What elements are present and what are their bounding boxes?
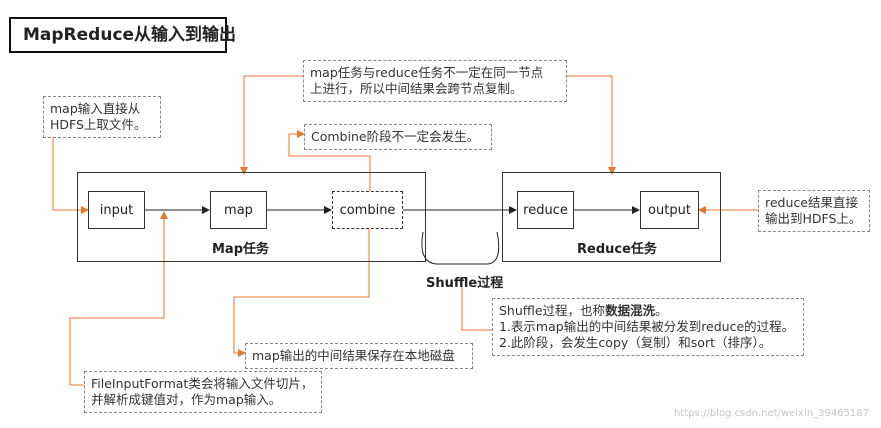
- local-disk-note-text: map输出的中间结果保存在本地磁盘: [252, 348, 455, 363]
- map-task-label: Map任务: [212, 242, 270, 257]
- input-node: input: [88, 191, 145, 229]
- input-format-note-line-2: 并解析成键值对，作为map输入。: [91, 392, 282, 407]
- shuffle-note: Shuffle过程，也称数据混洗。 1.表示map输出的中间结果被分发到redu…: [492, 298, 804, 356]
- map-input-note: map输入直接从 HDFS上取文件。: [43, 96, 161, 138]
- arrow-local-disk-note: [233, 229, 370, 357]
- arrow-input-format-note: [69, 211, 168, 386]
- reduce-output-note-line-1: reduce结果直接: [765, 195, 858, 210]
- watermark: https://blog.csdn.net/weixin_39465187: [673, 408, 869, 419]
- arrow-combine-note: [288, 130, 371, 191]
- map-reduce-nodes-note-line-1: map任务与reduce任务不一定在同一节点: [310, 65, 544, 80]
- shuffle-note-line-1-suffix: 。: [655, 303, 668, 318]
- combine-note-text: Combine阶段不一定会发生。: [311, 129, 480, 144]
- reduce-task-group: [502, 172, 721, 262]
- reduce-node: reduce: [517, 191, 574, 229]
- arrow-nodes-note-to-reduce: [567, 75, 616, 175]
- output-node: output: [640, 191, 699, 229]
- arrow-shuffle-note: [461, 284, 492, 331]
- local-disk-note: map输出的中间结果保存在本地磁盘: [245, 343, 473, 369]
- shuffle-note-line-2: 1.表示map输出的中间结果被分发到reduce的过程。: [499, 319, 795, 334]
- shuffle-bracket: [421, 231, 500, 265]
- shuffle-label: Shuffle过程: [426, 276, 504, 291]
- diagram-title: MapReduce从输入到输出: [9, 17, 236, 53]
- map-node: map: [210, 191, 267, 229]
- map-reduce-nodes-note: map任务与reduce任务不一定在同一节点 上进行，所以中间结果会跨节点复制。: [303, 60, 567, 102]
- combine-node: combine: [332, 191, 403, 229]
- arrow-nodes-note-to-map: [240, 75, 303, 175]
- reduce-output-note: reduce结果直接 输出到HDFS上。: [758, 190, 870, 232]
- shuffle-note-line-1: Shuffle过程，也称数据混洗。: [499, 303, 797, 319]
- map-input-note-line-1: map输入直接从: [50, 101, 141, 116]
- reduce-task-label: Reduce任务: [577, 242, 657, 257]
- input-format-note: FileInputFormat类会将输入文件切片， 并解析成键值对，作为map输…: [84, 371, 322, 413]
- shuffle-note-line-3: 2.此阶段，会发生copy（复制）和sort（排序）。: [499, 335, 772, 350]
- combine-note: Combine阶段不一定会发生。: [304, 124, 492, 150]
- reduce-output-note-line-2: 输出到HDFS上。: [765, 211, 862, 226]
- shuffle-note-keyword: 数据混洗: [605, 303, 656, 318]
- map-input-note-line-2: HDFS上取文件。: [50, 117, 147, 132]
- shuffle-note-line-1-prefix: Shuffle过程，也称: [499, 303, 606, 318]
- input-format-note-line-1: FileInputFormat类会将输入文件切片，: [91, 376, 314, 391]
- map-task-group: [77, 172, 426, 262]
- map-reduce-nodes-note-line-2: 上进行，所以中间结果会跨节点复制。: [310, 81, 523, 96]
